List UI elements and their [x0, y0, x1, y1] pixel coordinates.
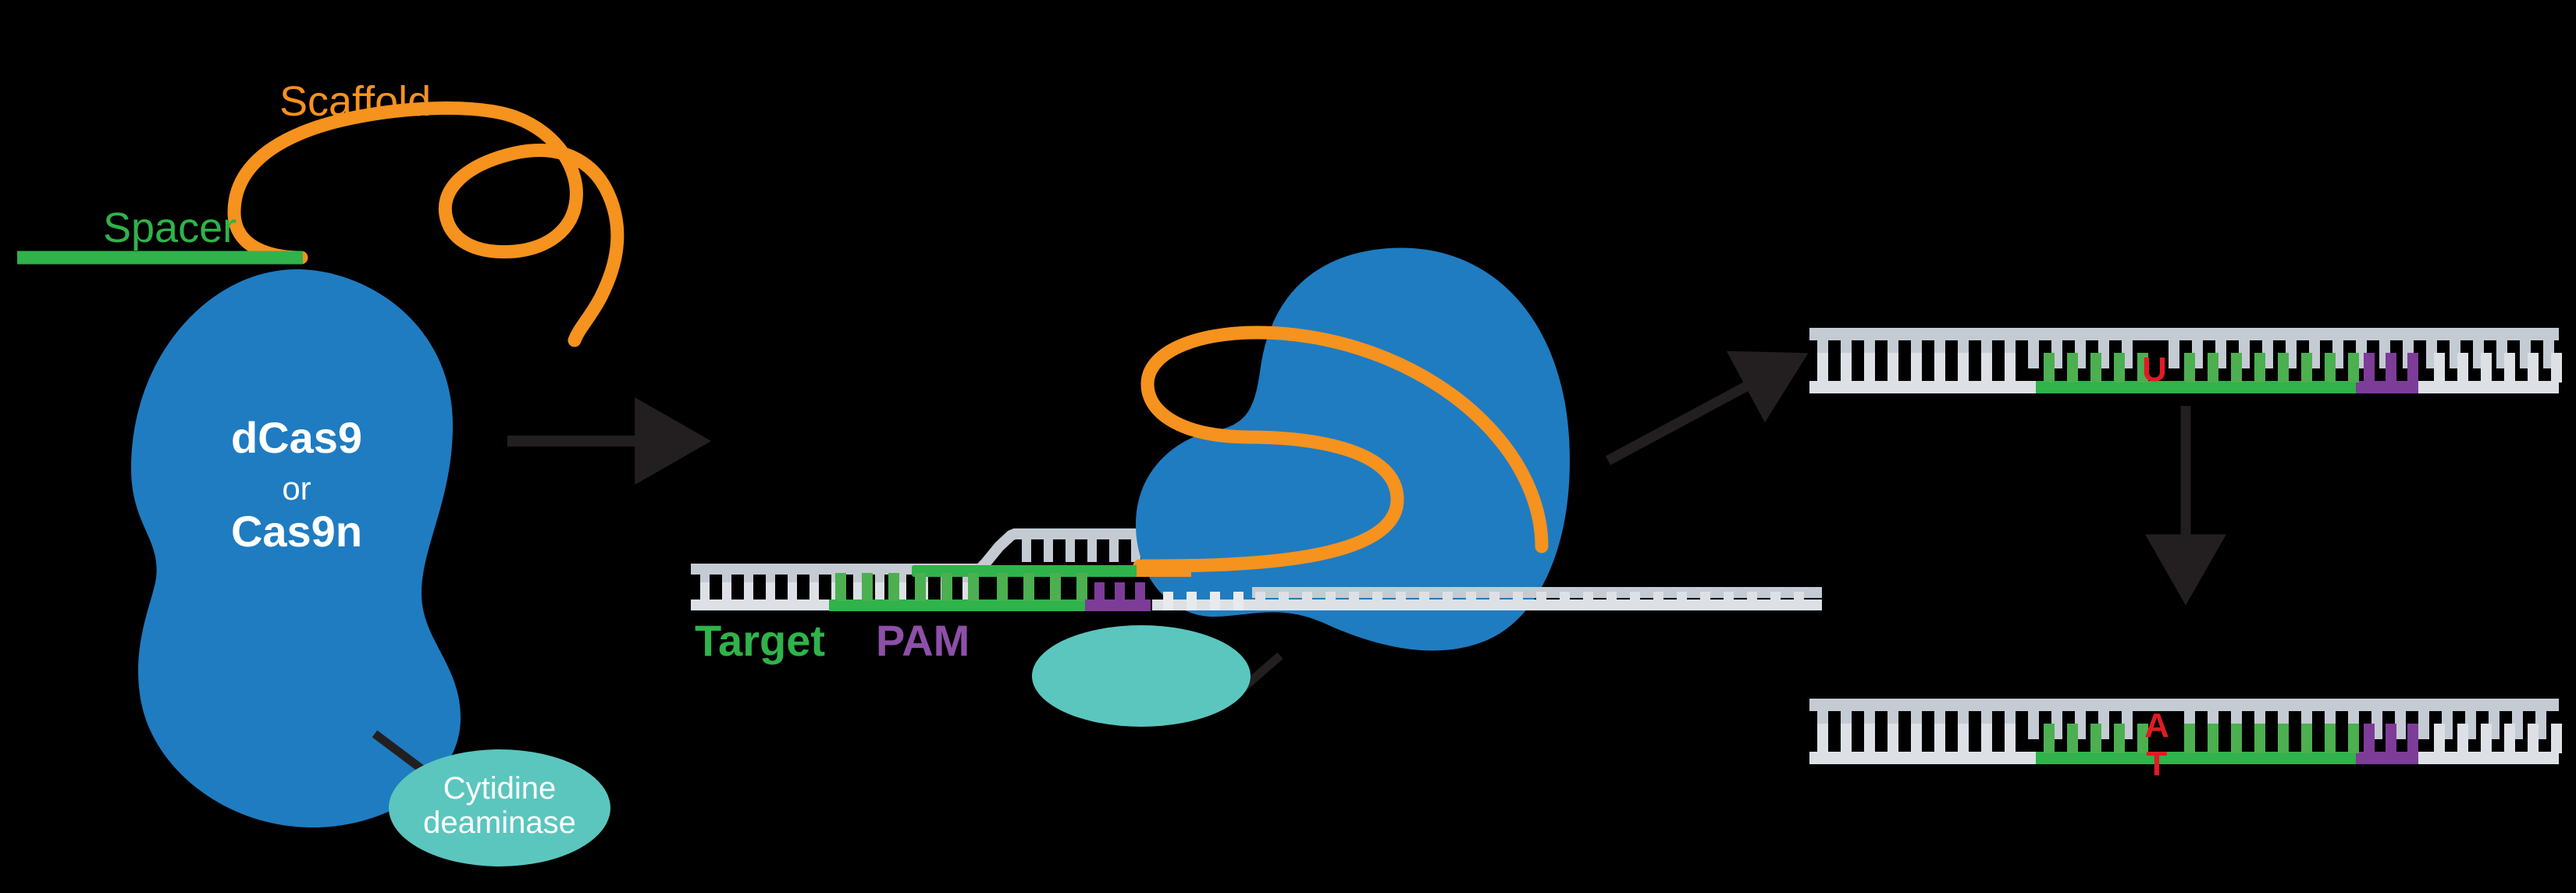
at-duplex-rungs-bottom-pam — [2364, 724, 2418, 753]
spacer-label: Spacer — [103, 205, 237, 251]
at-duplex-backbone-bottom-green — [2036, 752, 2423, 764]
rungs-right-inside — [1163, 592, 1244, 610]
scaffold-label: Scaffold — [279, 78, 431, 125]
rungs-right — [1255, 592, 1804, 610]
target-backbone — [829, 599, 1085, 611]
product-arrow — [1605, 350, 1809, 465]
rloop-complex: Target PAM — [691, 247, 1822, 727]
u-duplex-backbone-bottom-gray2 — [2418, 381, 2559, 393]
at-duplex-backbone-bottom-gray — [1809, 752, 2040, 764]
cas9-label-line3: Cas9n — [231, 507, 362, 556]
pam-region-middle — [1085, 582, 1151, 611]
cas9-label-line2: or — [282, 470, 311, 507]
at-duplex-backbone-bottom-gray2 — [2418, 752, 2559, 764]
deaminase-body-middle — [1032, 625, 1251, 727]
at-duplex-rungs-bottom-gray — [1817, 724, 2016, 753]
u-duplex-backbone-top — [1809, 328, 2559, 340]
sgrna-free: Spacer Scaffold — [17, 78, 624, 347]
duplex-edited-at: A T — [1809, 699, 2562, 783]
spacer-rna-orange-join — [1137, 565, 1191, 577]
pam-label: PAM — [876, 616, 970, 665]
deaminase-left: Cytidine deaminase — [372, 730, 610, 866]
u-duplex-rungs-bottom-green — [2044, 353, 2359, 382]
duplex-edited-u: U — [1809, 328, 2562, 393]
scaffold-strand — [227, 101, 624, 347]
backbone-top-left — [691, 564, 980, 575]
u-duplex-rungs-bottom-gray — [1817, 353, 2016, 382]
cas9-label-line1: dCas9 — [231, 413, 362, 462]
at-duplex-rungs-bottom-green — [2044, 724, 2359, 753]
u-duplex-backbone-bottom-gray — [1809, 381, 2040, 393]
scaffold-bound-strand — [1133, 326, 1549, 573]
edited-base-u: U — [2142, 350, 2167, 389]
cas9-body — [131, 269, 461, 827]
backbone-bottom-right — [1152, 599, 1822, 610]
pam-rungs — [1094, 582, 1145, 603]
u-duplex-backbone-bottom-green — [2036, 381, 2423, 393]
scaffold-bound — [1133, 326, 1549, 573]
u-duplex-rungs-bottom-pam — [2364, 353, 2418, 382]
deaminase-label-line1: Cytidine — [443, 771, 557, 806]
edited-base-a: A — [2144, 706, 2169, 745]
at-duplex-backbone-bottom-pam — [2356, 752, 2421, 764]
target-strand-green — [829, 573, 1087, 611]
edited-base-t: T — [2147, 745, 2168, 783]
deaminase-body — [389, 749, 610, 866]
target-label: Target — [695, 616, 825, 665]
target-rungs — [835, 573, 1087, 601]
duplex-right-gray — [1152, 587, 1822, 610]
u-duplex-backbone-bottom-pam — [2356, 381, 2421, 393]
u-duplex-rungs-bottom-gray2 — [2434, 353, 2562, 382]
deaminase-label-line2: deaminase — [423, 806, 576, 840]
at-duplex-rungs-bottom-gray2 — [2434, 724, 2562, 753]
cas9-protein-left: dCas9 or Cas9n — [131, 269, 461, 827]
